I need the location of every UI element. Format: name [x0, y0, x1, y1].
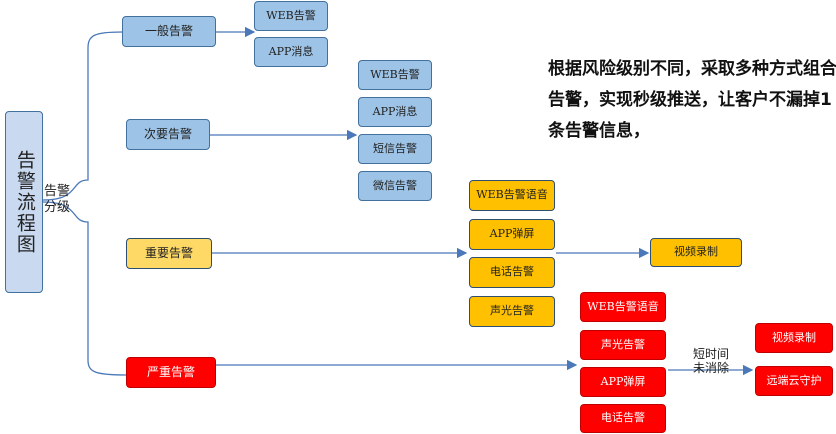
general-channel-app: APP消息 — [254, 37, 328, 67]
critical-channel-light: 声光告警 — [580, 330, 666, 360]
minor-channel-sms: 短信告警 — [358, 134, 432, 164]
critical-followup-cloud-guard: 远端云守护 — [755, 366, 833, 396]
major-channel-web-voice: WEB告警语音 — [469, 180, 555, 211]
minor-channel-web: WEB告警 — [358, 60, 432, 90]
level-general: 一般告警 — [122, 16, 216, 47]
general-channel-web: WEB告警 — [254, 1, 328, 31]
level-minor: 次要告警 — [126, 119, 210, 150]
minor-channel-app: APP消息 — [358, 97, 432, 127]
critical-channel-web-voice: WEB告警语音 — [580, 292, 666, 322]
brace-upper — [42, 31, 123, 201]
level-major: 重要告警 — [126, 238, 212, 269]
minor-channel-wechat: 微信告警 — [358, 171, 432, 201]
major-channel-phone: 电话告警 — [469, 257, 555, 288]
classification-label: 告警 分级 — [44, 184, 71, 216]
root-node: 告警流程图 — [5, 111, 43, 293]
level-critical: 严重告警 — [126, 357, 216, 388]
critical-channel-app-popup: APP弹屏 — [580, 367, 666, 397]
critical-followup-video: 视频录制 — [755, 323, 833, 353]
critical-channel-phone: 电话告警 — [580, 404, 666, 433]
major-followup-video: 视频录制 — [650, 238, 742, 267]
major-channel-light: 声光告警 — [469, 296, 555, 327]
major-channel-app-popup: APP弹屏 — [469, 219, 555, 250]
escalation-condition: 短时间 未消除 — [693, 347, 730, 376]
brace-lower — [42, 201, 127, 376]
description-note: 根据风险级别不同，采取多种方式组合告警，实现秒级推送，让客户不漏掉1条告警信息， — [548, 59, 836, 141]
